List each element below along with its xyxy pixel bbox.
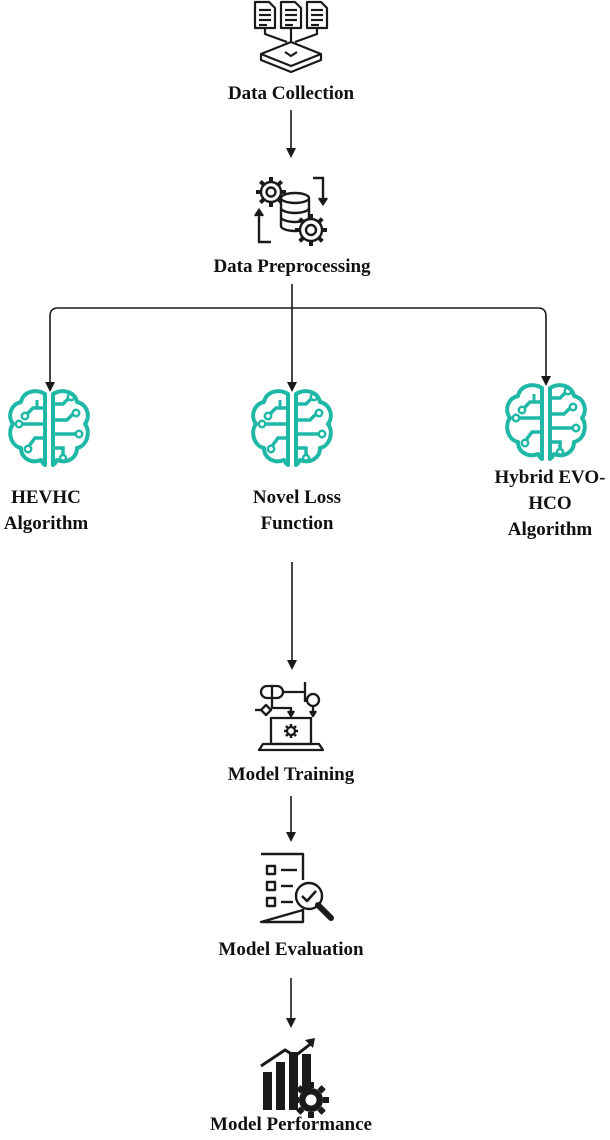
model-evaluation-label-text: Model Evaluation (218, 939, 364, 960)
document-2-icon (279, 0, 303, 30)
data-preprocessing-label: Data Preprocessing (167, 254, 417, 280)
cycle-arrow-top-icon (313, 176, 325, 202)
gear-top-left-icon (256, 177, 286, 207)
edge-preprocessing-to-hybrid (292, 307, 551, 386)
document-1-icon (253, 0, 277, 30)
data-preprocessing-label-text: Data Preprocessing (213, 256, 371, 277)
hybrid-label-line-2: HCO (528, 493, 572, 514)
novel-loss-label-line-1: Novel Loss (252, 487, 342, 508)
model-performance-label: Model Performance (166, 1112, 416, 1138)
hevhc-label: HEVHC Algorithm (0, 485, 96, 537)
hevhc-label-line-1: HEVHC (11, 487, 81, 508)
data-collection-label-text: Data Collection (227, 83, 355, 104)
hybrid-label-line-3: Algorithm (507, 519, 593, 540)
ai-brain-icon-hevhc (8, 389, 90, 467)
novel-loss-label-line-2: Function (260, 513, 334, 534)
documents-to-database-icon (253, 0, 329, 74)
model-training-label: Model Training (181, 762, 401, 788)
novel-loss-label: Novel Loss Function (222, 485, 372, 537)
cycle-arrow-bottom-icon (257, 212, 271, 244)
ai-brain-icon-novel-loss (251, 389, 333, 467)
document-3-icon (305, 0, 329, 30)
checklist-magnifier-icon (259, 852, 334, 924)
hybrid-label-line-1: Hybrid EVO- (494, 467, 606, 488)
gear-bottom-right-icon (295, 214, 327, 246)
ai-brain-icon-hybrid (505, 383, 587, 461)
hybrid-label: Hybrid EVO- HCO Algorithm (486, 465, 610, 543)
flowchart-laptop-icon (255, 682, 325, 752)
growth-chart-gear-icon (260, 1038, 329, 1118)
model-evaluation-label: Model Evaluation (171, 937, 411, 963)
gears-database-cycle-icon (254, 176, 328, 246)
hevhc-label-line-2: Algorithm (3, 513, 89, 534)
model-performance-label-text: Model Performance (210, 1114, 372, 1135)
edge-preprocessing-to-hevhc (45, 307, 292, 392)
model-training-label-text: Model Training (227, 764, 355, 785)
data-collection-label: Data Collection (191, 81, 391, 107)
